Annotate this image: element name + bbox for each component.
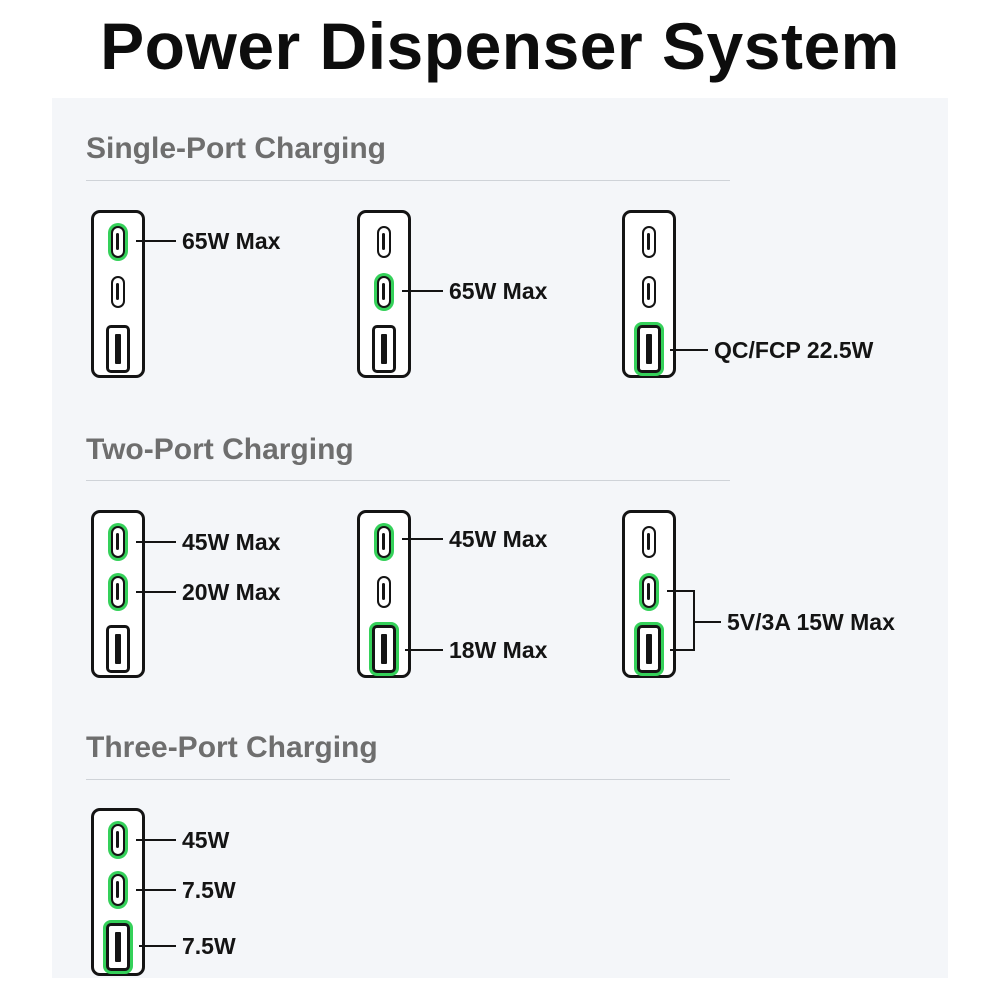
usb-a-port (372, 325, 396, 373)
usb-c2-port (377, 276, 391, 308)
charger-diagram (91, 808, 145, 976)
page-title: Power Dispenser System (100, 9, 900, 83)
usb-c1-port (642, 226, 656, 258)
content-panel (52, 98, 948, 978)
usb-c1-port (111, 824, 125, 856)
port-label: 45W Max (449, 526, 548, 552)
usb-c2-port (642, 576, 656, 608)
usb-c1-port (642, 526, 656, 558)
connector-line (670, 649, 694, 651)
charger-diagram (622, 510, 676, 678)
connector-line (667, 590, 694, 592)
usb-a-port (106, 625, 130, 673)
usb-c2-port (111, 576, 125, 608)
usb-c1-port (377, 526, 391, 558)
charger-diagram (91, 210, 145, 378)
section-divider (86, 779, 730, 780)
usb-a-port (372, 625, 396, 673)
connector-line (693, 621, 721, 623)
port-label: 7.5W (182, 933, 236, 959)
usb-c1-port (111, 226, 125, 258)
connector-line (139, 945, 176, 947)
port-label: 5V/3A 15W Max (727, 609, 895, 635)
usb-c2-port (111, 874, 125, 906)
connector-line (670, 349, 708, 351)
connector-line (136, 839, 176, 841)
port-label: 18W Max (449, 637, 548, 663)
usb-c2-port (111, 276, 125, 308)
section-divider (86, 180, 730, 181)
section-divider (86, 480, 730, 481)
charger-diagram (357, 510, 411, 678)
port-label: 7.5W (182, 877, 236, 903)
usb-c2-port (642, 276, 656, 308)
connector-line (405, 649, 443, 651)
connector-line (136, 889, 176, 891)
port-label: 20W Max (182, 579, 281, 605)
section-title-single-port: Single-Port Charging (86, 132, 386, 165)
connector-line (136, 591, 176, 593)
charger-diagram (622, 210, 676, 378)
port-label: 65W Max (182, 228, 281, 254)
usb-c2-port (377, 576, 391, 608)
connector-line (402, 290, 443, 292)
usb-a-port (637, 625, 661, 673)
port-label: 45W (182, 827, 230, 853)
usb-a-port (106, 325, 130, 373)
usb-a-port (106, 923, 130, 971)
port-label: 45W Max (182, 529, 281, 555)
connector-bracket (693, 590, 695, 651)
port-label: QC/FCP 22.5W (714, 337, 874, 363)
charger-diagram (91, 510, 145, 678)
usb-a-port (637, 325, 661, 373)
charger-diagram (357, 210, 411, 378)
section-title-two-port: Two-Port Charging (86, 433, 354, 466)
usb-c1-port (377, 226, 391, 258)
section-title-three-port: Three-Port Charging (86, 731, 378, 764)
connector-line (136, 240, 176, 242)
connector-line (136, 541, 176, 543)
connector-line (402, 538, 443, 540)
port-label: 65W Max (449, 278, 548, 304)
usb-c1-port (111, 526, 125, 558)
